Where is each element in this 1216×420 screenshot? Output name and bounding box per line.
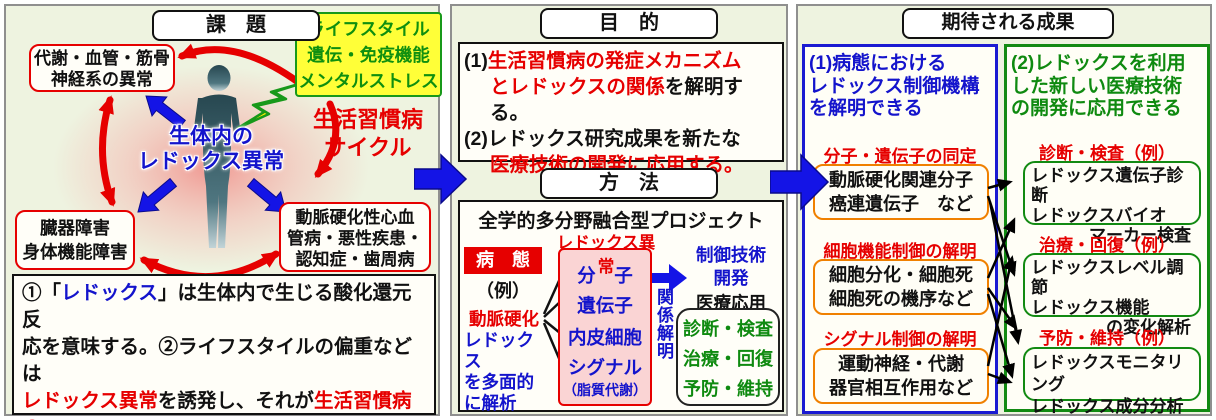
box-line: レドックスモニタリング: [1031, 353, 1184, 394]
prevention-heading: 予防・維持（例）: [1039, 329, 1175, 348]
box-line: 細胞死の機序など: [829, 289, 973, 309]
blue-column-heading: (1)病態における レドックス制御機構 を解明できる: [809, 53, 993, 121]
purpose-box: (1)生活習慣病の発症メカニズム とレドックスの関係を解明する。 (2)レドック…: [458, 42, 784, 176]
organ-damage-box: 臓器障害 身体機能障害: [15, 210, 135, 270]
box-line: 認知症・歯周病: [295, 250, 415, 269]
box-line: レドックスレベル調節: [1031, 258, 1184, 297]
head-line: の開発に応用できる: [1011, 98, 1182, 119]
box-line: 神経系の異常: [51, 70, 153, 89]
box-line: レドックスバイオ: [1031, 206, 1167, 225]
mechanism-results-column: (1)病態における レドックス制御機構 を解明できる 分子・遺伝子の同定 動脈硬…: [802, 44, 998, 414]
box-line: レドックス機能: [1031, 298, 1150, 317]
target-molecule: 分 子: [577, 265, 633, 286]
outcome-item: 診断・検査: [683, 319, 773, 339]
box-line: 動脈硬化関連分子: [829, 170, 973, 190]
metabolism-disorder-box: 代謝・血管・筋骨 神経系の異常: [29, 44, 175, 92]
purpose-line: (1)生活習慣病の発症メカニズム: [464, 50, 742, 72]
cycle-line: 生活習慣病: [312, 107, 423, 132]
control-technology-label: 制御技術 開発: [682, 244, 780, 290]
seigyo-line: 開発: [713, 268, 749, 288]
head-line: した新しい医療技術: [1011, 75, 1183, 97]
box-line: の変化解析: [1106, 318, 1191, 337]
center-line: レドックス異常: [137, 150, 285, 173]
cycle-line: サイクル: [324, 135, 412, 160]
box-line: レドックス成分分析: [1031, 397, 1184, 416]
box-line: 癌連遺伝子 など: [829, 194, 973, 214]
arteriosclerosis-disease-box: 動脈硬化性心血 管病・悪性疾患・ 認知症・歯周病: [279, 202, 431, 272]
molecule-gene-box: 動脈硬化関連分子 癌連遺伝子 など: [813, 164, 989, 220]
signal-control-heading: シグナル制御の解明: [823, 330, 977, 349]
redox-abnormality-label: 生体内の レドックス異常: [111, 124, 311, 174]
application-outcomes-box: 診断・検査 治療・回復 予防・維持: [676, 308, 780, 406]
purpose-title: 目 的: [540, 8, 718, 39]
diagnosis-box: レドックス遺伝子診断 レドックスバイオ マーカー検査: [1023, 161, 1201, 245]
redox-targets-box: 分 子 遺伝子 内皮細胞 シグナル （脂質代謝）: [558, 248, 652, 406]
multifaceted-analysis-label: レドックス を多面的 に解析: [464, 330, 546, 414]
target-signal: シグナル: [567, 357, 642, 378]
arteriosclerosis-label: 動脈硬化: [469, 309, 539, 329]
multi-line: に解析: [464, 393, 517, 413]
multi-line: レドックス: [464, 330, 534, 371]
target-endothelial-cell: 内皮細胞: [567, 327, 642, 348]
box-line: 臓器障害: [40, 218, 110, 238]
outcome-item: 予防・維持: [683, 379, 773, 399]
box-line: 細胞分化・細胞死: [829, 265, 973, 285]
note-line: 応を意味する。②ライフスタイルの偏重などは: [22, 336, 413, 385]
treatment-box: レドックスレベル調節 レドックス機能 の変化解析: [1023, 253, 1201, 337]
diagnosis-heading: 診断・検査（例）: [1039, 144, 1175, 163]
box-line: レドックス遺伝子診断: [1031, 166, 1184, 205]
molecule-gene-heading: 分子・遺伝子の同定: [823, 147, 977, 166]
note-line: ①「レドックス」は生体内で生じる酸化還元反: [22, 282, 412, 331]
head-line: (1)病態における: [809, 53, 947, 74]
project-header: 全学的多分野融合型プロジェクト: [478, 211, 764, 232]
cell-function-box: 細胞分化・細胞死 細胞死の機序など: [813, 259, 989, 315]
head-line: レドックス制御機構: [809, 75, 980, 97]
seigyo-line: 制御技術: [696, 245, 766, 265]
panel-purpose-method: 目 的 (1)生活習慣病の発症メカニズム とレドックスの関係を解明する。 (2)…: [450, 4, 788, 416]
purpose-line: とレドックスの関係を解明する。: [490, 76, 743, 124]
box-line: マーカー検査: [1089, 226, 1191, 245]
prevention-box: レドックスモニタリング レドックス成分分析: [1023, 347, 1201, 416]
note-line: レドックス異常を誘発し、それが生活習慣病の: [22, 390, 412, 420]
redox-explanation-note: ①「レドックス」は生体内で生じる酸化還元反 応を意味する。②ライフスタイルの偏重…: [12, 274, 436, 420]
relation-elucidation-label: 関係解明: [654, 288, 673, 360]
cell-function-heading: 細胞機能制御の解明: [823, 242, 977, 261]
panel-issues: 課 題 ライフスタイル 遺伝・免疫機能 メンタルストレス 代謝・血管・筋骨 神経…: [4, 4, 442, 420]
example-label: （例）: [476, 281, 530, 301]
outcome-item: 治療・回復: [683, 349, 773, 369]
box-line: 運動神経・代謝: [838, 354, 964, 374]
treatment-heading: 治療・回復（例）: [1039, 236, 1175, 255]
issues-title: 課 題: [152, 10, 320, 41]
pathology-label: 病 態: [464, 247, 542, 274]
lifestyle-line: メンタルストレス: [298, 71, 439, 91]
box-line: 動脈硬化性心血: [295, 208, 415, 227]
panel-expected-results: 期待される成果 (1)病態における レドックス制御機構 を解明できる 分子・遺伝…: [796, 4, 1212, 416]
method-box: 全学的多分野融合型プロジェクト 病 態 （例） 動脈硬化 レドックス を多面的 …: [458, 200, 784, 414]
method-title: 方 法: [540, 168, 718, 199]
expected-results-title: 期待される成果: [902, 8, 1114, 39]
medical-technology-column: (2)レドックスを利用 した新しい医療技術 の開発に応用できる 診断・検査（例）…: [1004, 44, 1210, 416]
target-gene: 遺伝子: [577, 295, 633, 316]
lifestyle-line: ライフスタイル: [307, 19, 430, 39]
target-lipid-metabolism: （脂質代謝）: [563, 382, 647, 398]
purpose-line: (2)レドックス研究成果を新たな: [464, 128, 741, 150]
multi-line: を多面的: [464, 372, 534, 392]
redox-abnormality-header: レドックス異常: [556, 234, 656, 276]
green-column-heading: (2)レドックスを利用 した新しい医療技術 の開発に応用できる: [1011, 53, 1207, 121]
lifestyle-line: 遺伝・免疫機能: [307, 45, 430, 65]
box-line: 身体機能障害: [22, 242, 128, 262]
box-line: 器官相互作用など: [829, 378, 973, 398]
lifestyle-disease-cycle-label: 生活習慣病 サイクル: [294, 106, 442, 162]
box-line: 管病・悪性疾患・: [287, 229, 423, 248]
signal-control-box: 運動神経・代謝 器官相互作用など: [813, 348, 989, 404]
box-line: 代謝・血管・筋骨: [34, 49, 170, 68]
head-line: を解明できる: [809, 98, 923, 119]
center-line: 生体内の: [169, 125, 253, 148]
head-line: (2)レドックスを利用: [1011, 53, 1186, 74]
